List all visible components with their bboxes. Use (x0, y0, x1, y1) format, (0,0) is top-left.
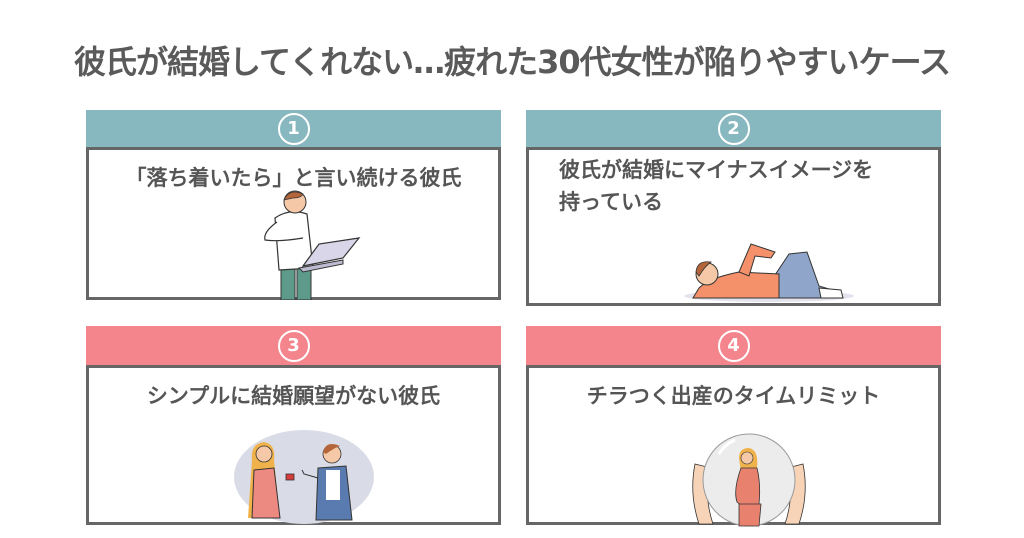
number-badge: 3 (277, 329, 310, 362)
card-label-line-1: 彼氏が結婚にマイナスイメージを (559, 158, 874, 182)
case-card-1: 1 「落ち着いたら」と言い続ける彼氏 (86, 110, 501, 300)
card-header: 4 (526, 326, 941, 365)
case-card-2: 2 彼氏が結婚にマイナスイメージを 持っている (526, 110, 941, 306)
card-label: シンプルに結婚願望がない彼氏 (146, 384, 441, 408)
card-label: 彼氏が結婚にマイナスイメージを 持っている (529, 154, 938, 218)
card-body: シンプルに結婚願望がない彼氏 (86, 365, 501, 525)
card-body: 彼氏が結婚にマイナスイメージを 持っている (526, 147, 941, 306)
card-label: チラつく出産のタイムリミット (586, 384, 881, 408)
man-on-phone-illustration (264, 190, 361, 300)
number-badge: 1 (277, 112, 310, 145)
card-header: 3 (86, 326, 501, 365)
card-label-line-2: 持っている (559, 190, 663, 214)
pregnant-woman-sphere-illustration (692, 433, 806, 527)
card-header: 1 (86, 110, 501, 147)
number-badge: 2 (717, 112, 750, 145)
card-label: 「落ち着いたら」と言い続ける彼氏 (125, 166, 462, 190)
page-title: 彼氏が結婚してくれない…疲れた30代女性が陥りやすいケース (73, 43, 951, 81)
number-badge: 4 (717, 329, 750, 362)
card-body: 「落ち着いたら」と言い続ける彼氏 (86, 147, 501, 300)
card-body: チラつく出産のタイムリミット (526, 365, 941, 527)
card-header: 2 (526, 110, 941, 147)
refusing-proposal-illustration (234, 430, 374, 524)
case-card-3: 3 シンプルに結婚願望がない彼氏 (86, 326, 501, 525)
case-card-4: 4 チラつく出産のタイムリミット (526, 326, 941, 527)
man-lying-down-illustration (684, 243, 854, 302)
